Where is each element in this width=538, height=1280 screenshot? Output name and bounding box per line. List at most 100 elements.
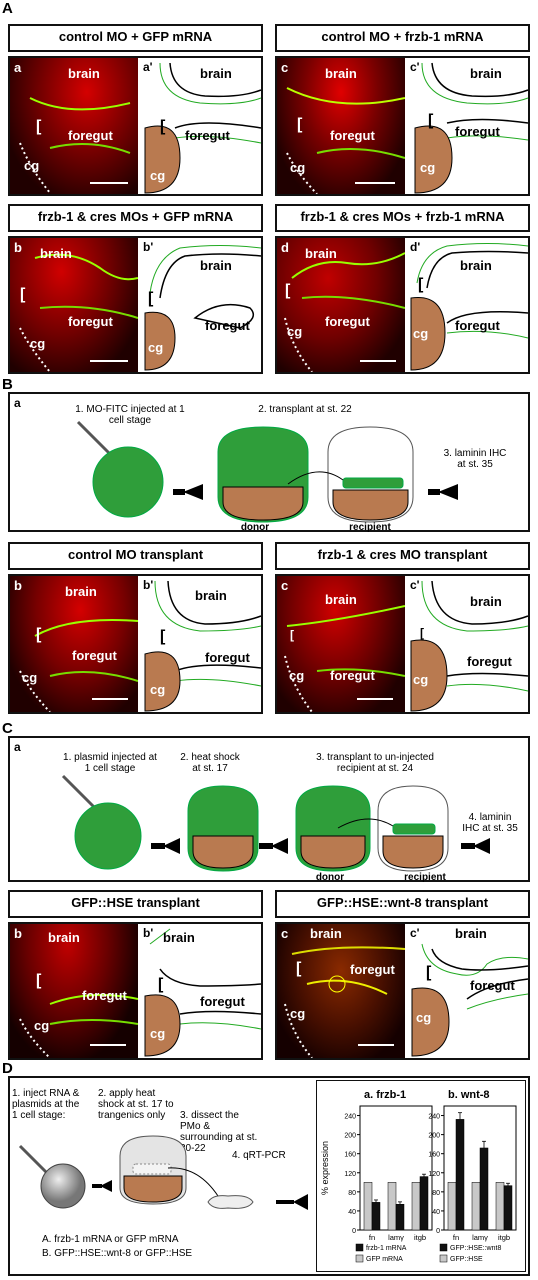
label-foregut: foregut [325, 314, 370, 329]
label-cg: cg [148, 340, 164, 355]
bar [395, 1203, 405, 1231]
step-c4: 4. laminin IHC at st. 35 [462, 812, 518, 834]
label-foregut: foregut [185, 128, 230, 143]
panel-letter-b-a: a [14, 396, 21, 410]
step-b1: 1. MO-FITC injected at 1 cell stage [75, 404, 185, 426]
y-tick-label: 240 [428, 1114, 440, 1121]
section-label-a: A [2, 0, 13, 17]
label-foregut: foregut [470, 978, 515, 993]
bar [471, 1182, 481, 1231]
bar [447, 1182, 457, 1231]
micrograph-c-c-lines [284, 946, 405, 1058]
bracket-mark: [ [36, 626, 42, 643]
x-tick-label: fn [369, 1233, 375, 1242]
label-foregut: foregut [205, 318, 250, 333]
label-brain: brain [305, 246, 337, 261]
panel-title-a2: control MO + frzb-1 mRNA [275, 24, 530, 52]
y-tick-label: 0 [436, 1228, 440, 1235]
label-cg: cg [24, 158, 40, 173]
diagram-a-prime [140, 58, 262, 194]
scale-bar [92, 698, 128, 700]
label-foregut: foregut [200, 994, 245, 1009]
diagram-c-b-prime [140, 924, 262, 1058]
option-b: B. GFP::HSE::wnt-8 or GFP::HSE [42, 1248, 193, 1259]
legend-label: GFP::HSE [450, 1256, 483, 1263]
label-cg: cg [420, 160, 436, 175]
y-tick-label: 160 [428, 1152, 440, 1159]
panel-letter-b-prime: b' [143, 240, 154, 254]
label-cg: cg [287, 324, 303, 339]
option-a: A. frzb-1 mRNA or GFP mRNA [42, 1234, 179, 1245]
y-tick-label: 40 [348, 1209, 356, 1216]
micrograph-b-c-lines [284, 605, 405, 712]
label-brain: brain [325, 66, 357, 81]
label-foregut: foregut [68, 128, 113, 143]
label-brain: brain [40, 246, 72, 261]
diagram-c-prime [407, 58, 529, 194]
panel-title-c1: GFP::HSE transplant [8, 890, 263, 918]
x-tick-label: itgb [414, 1233, 426, 1242]
label-foregut: foregut [467, 654, 512, 669]
diagram-b-prime [140, 238, 262, 372]
schematic-c-drawing [61, 774, 490, 872]
legend-swatch [439, 1254, 448, 1263]
step-d1: 1. inject RNA & plasmids at the 1 cell s… [12, 1088, 80, 1121]
label-cg: cg [22, 670, 38, 685]
panel-letter-b: b [14, 240, 22, 255]
schematic-b-drawing [76, 420, 458, 523]
micrograph-b-lines [19, 253, 138, 372]
y-tick-label: 80 [348, 1190, 356, 1197]
bar [387, 1182, 397, 1231]
legend-swatch [355, 1243, 364, 1252]
label-donor: donor [240, 522, 270, 533]
micrograph-b-c [277, 576, 405, 712]
label-brain: brain [163, 930, 195, 945]
label-foregut: foregut [330, 668, 375, 683]
panel-letter-c-c-prime: c' [410, 926, 420, 940]
label-brain: brain [65, 584, 97, 599]
label-brain: brain [200, 258, 232, 273]
scale-bar [360, 360, 396, 362]
label-donor: donor [315, 872, 345, 883]
bracket-mark: [ [296, 960, 302, 977]
y-tick-label: 120 [344, 1171, 356, 1178]
y-tick-label: 200 [344, 1133, 356, 1140]
step-d3: 3. dissect the PMo & surrounding at st. … [180, 1110, 258, 1154]
x-tick-label: itgb [498, 1233, 510, 1242]
y-tick-label: 0 [352, 1228, 356, 1235]
panel-title-b2: frzb-1 & cres MO transplant [275, 542, 530, 570]
bracket-mark: [ [160, 118, 166, 135]
legend-swatch [355, 1254, 364, 1263]
label-cg: cg [413, 326, 429, 341]
micrograph-c-c [277, 924, 405, 1058]
y-tick-label: 200 [428, 1133, 440, 1140]
label-cg: cg [150, 682, 166, 697]
bar [419, 1176, 429, 1231]
chart-title: a. frzb-1 [364, 1089, 406, 1101]
label-foregut: foregut [330, 128, 375, 143]
scale-bar [90, 182, 128, 184]
panel-letter-b-c-prime: c' [410, 578, 420, 592]
label-brain: brain [310, 926, 342, 941]
panel-letter-b-c: c [281, 578, 289, 593]
panel-letter-b-b: b [14, 578, 22, 593]
label-foregut: foregut [350, 962, 395, 977]
micrograph-b-b-lines [19, 619, 138, 712]
label-foregut: foregut [72, 648, 117, 663]
label-foregut: foregut [82, 988, 127, 1003]
label-brain: brain [455, 926, 487, 941]
bar [479, 1147, 489, 1231]
bar [455, 1119, 465, 1231]
label-recipient: recipient [349, 522, 391, 533]
label-cg: cg [416, 1010, 432, 1025]
label-foregut: foregut [455, 318, 500, 333]
y-tick-label: 40 [432, 1209, 440, 1216]
label-cg: cg [150, 168, 166, 183]
panel-title-c2: GFP::HSE::wnt-8 transplant [275, 890, 530, 918]
label-cg: cg [413, 672, 429, 687]
bracket-mark: [ [36, 972, 42, 989]
bracket-mark: [ [285, 282, 291, 299]
step-d2: 2. apply heat shock at st. 17 to trangen… [98, 1088, 174, 1121]
y-tick-label: 80 [432, 1190, 440, 1197]
